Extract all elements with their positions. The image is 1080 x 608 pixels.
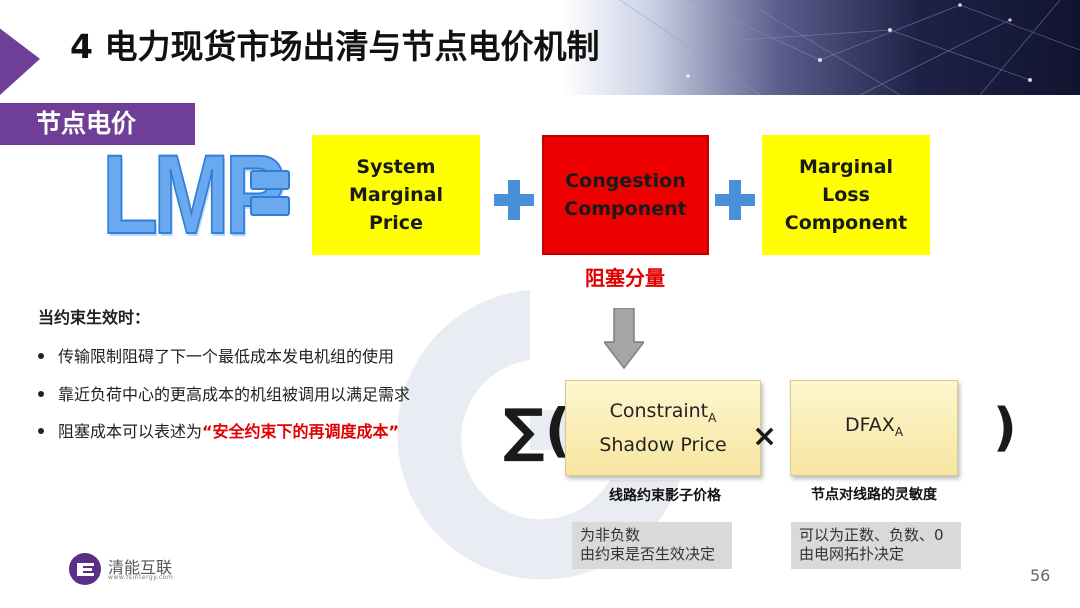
down-arrow-icon [604, 308, 644, 370]
box-line: Congestion [564, 167, 686, 195]
box-line: Marginal [785, 153, 907, 181]
page-title: 4 电力现货市场出清与节点电价机制 [70, 20, 599, 68]
sum-sign: ∑( [503, 400, 571, 460]
bullet-text: 靠近负荷中心的更高成本的机组被调用以满足需求 [58, 385, 410, 404]
bullet-item: 靠近负荷中心的更高成本的机组被调用以满足需求 [38, 381, 410, 405]
dfax-box: DFAXA [790, 380, 958, 476]
close-paren: ) [993, 398, 1017, 458]
shadow-price-line1: ConstraintA [610, 400, 717, 422]
system-marginal-price-box: System Marginal Price [312, 135, 480, 255]
box-line: Marginal [349, 181, 443, 209]
dfax-note: 可以为正数、负数、0 由电网拓扑决定 [791, 522, 961, 569]
marginal-loss-component-box: Marginal Loss Component [762, 135, 930, 255]
plus-icon [494, 180, 534, 220]
note-line: 由电网拓扑决定 [799, 545, 953, 564]
bullet-dot-icon [38, 391, 44, 397]
note-line: 由约束是否生效决定 [580, 545, 724, 564]
bullet-dot-icon [38, 428, 44, 434]
bullet-dot-icon [38, 353, 44, 359]
plus-icon [715, 180, 755, 220]
box-line: Loss [785, 181, 907, 209]
times-sign: × [752, 420, 777, 454]
dfax-caption: 节点对线路的灵敏度 [790, 484, 958, 504]
shadow-price-note: 为非负数 由约束是否生效决定 [572, 522, 732, 569]
bullet-item: 阻塞成本可以表述为“安全约束下的再调度成本” [38, 418, 399, 442]
note-line: 可以为正数、负数、0 [799, 526, 953, 545]
logo-mark-icon [68, 552, 102, 586]
company-logo: 清能互联 www.tsintergy.com [68, 552, 248, 592]
box-line: Component [564, 195, 686, 223]
shadow-price-caption: 线路约束影子价格 [570, 485, 760, 505]
page-number: 56 [1030, 566, 1050, 585]
condition-title: 当约束生效时： [38, 304, 150, 328]
box-line: Price [349, 209, 443, 237]
shadow-price-line2: Shadow Price [599, 434, 726, 456]
congestion-caption: 阻塞分量 [560, 262, 690, 291]
bullet-text: 传输限制阻碍了下一个最低成本发电机组的使用 [58, 347, 394, 366]
bullet-item: 传输限制阻碍了下一个最低成本发电机组的使用 [38, 343, 394, 367]
dfax-label: DFAXA [845, 411, 903, 446]
constraint-shadow-price-box: ConstraintA Shadow Price [565, 380, 761, 476]
note-line: 为非负数 [580, 526, 724, 545]
equals-sign [250, 166, 290, 216]
highlight-text: “安全约束下的再调度成本” [202, 422, 399, 441]
box-line: Component [785, 209, 907, 237]
congestion-component-box: Congestion Component [542, 135, 709, 255]
bullet-text: 阻塞成本可以表述为 [58, 422, 202, 441]
logo-url: www.tsintergy.com [108, 574, 173, 581]
network-graphic [560, 0, 1080, 95]
box-line: System [349, 153, 443, 181]
